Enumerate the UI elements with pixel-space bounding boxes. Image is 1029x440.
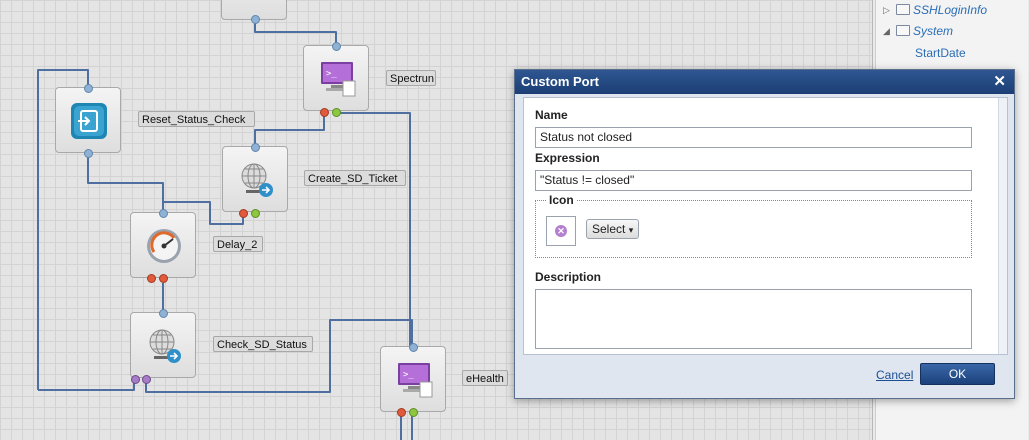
ehealth-in-port[interactable] [409,343,418,352]
spectrum-success-port[interactable] [332,108,341,117]
create-success-port[interactable] [251,209,260,218]
ok-button[interactable]: OK [920,363,995,385]
reset-in-port[interactable] [84,84,93,93]
node-top-out-port[interactable] [251,15,260,24]
check-in-port[interactable] [159,309,168,318]
wire-top-to-spectrum [254,20,337,45]
web-service-icon [241,163,273,197]
delay-in-port[interactable] [159,209,168,218]
expression-input[interactable]: "Status != closed" [535,170,972,191]
create-in-port[interactable] [251,143,260,152]
terminal-icon: >_ [321,62,356,97]
dialog-title: Custom Port [521,74,599,89]
wire-spectrum-to-create [254,116,325,146]
tree-item-label: StartDate [915,46,966,60]
icon-preview: ✕ [546,216,576,246]
node-create-sd-ticket[interactable] [222,143,288,218]
open-folder-icon [896,25,910,36]
dialog-title-bar[interactable]: Custom Port ✕ [515,70,1014,94]
tree-item-label: System [913,24,954,38]
icon-fieldset: Icon ✕ Select ▾ [535,193,972,258]
tree-item-sshlogininfo[interactable]: ▷ SSHLoginInfo [876,0,1026,20]
icon-legend: Icon [546,193,577,207]
logout-icon [71,103,107,139]
description-label: Description [535,270,602,284]
collapse-arrow-icon[interactable]: ◢ [883,26,890,36]
wire-reset-to-delay [87,154,164,212]
name-label: Name [535,108,568,122]
purple-x-icon: ✕ [555,225,567,237]
tree-item-label: SSHLoginInfo [913,3,988,17]
node-label-ehealth[interactable]: eHealth [462,370,508,386]
check-port-b[interactable] [142,375,151,384]
node-label-delay-2[interactable]: Delay_2 [213,236,263,252]
expression-label: Expression [535,151,600,165]
wire-spectrum-green [335,112,411,346]
cancel-link[interactable]: Cancel [876,368,914,382]
node-label-create-sd-ticket[interactable]: Create_SD_Ticket [304,170,406,186]
node-label-reset-status-check[interactable]: Reset_Status_Check [138,111,255,127]
terminal-icon: >_ [398,363,433,398]
delay-fail-port[interactable] [147,274,156,283]
select-label: Select [592,222,626,236]
reset-out-port[interactable] [84,149,93,158]
wire-loop-left [37,69,89,390]
dialog-scrollbar[interactable] [998,98,1007,354]
spectrum-in-port[interactable] [332,42,341,51]
svg-text:>_: >_ [326,69,337,79]
close-icon[interactable]: ✕ [993,73,1006,90]
node-label-check-sd-status[interactable]: Check_SD_Status [213,336,313,352]
node-check-sd-status[interactable] [130,309,196,384]
node-spectrum[interactable]: >_ [303,42,369,117]
chevron-down-icon: ▾ [628,225,634,235]
ehealth-success-port[interactable] [409,408,418,417]
custom-port-dialog: Custom Port ✕ Name Status not closed Exp… [514,69,1015,399]
wire-create-to-delay [163,201,244,225]
expand-arrow-icon[interactable]: ▷ [883,5,890,15]
node-reset-status-check[interactable] [55,84,121,158]
create-fail-port[interactable] [239,209,248,218]
name-input[interactable]: Status not closed [535,127,972,148]
web-service-icon [149,329,181,363]
node-delay-2[interactable] [130,209,196,283]
wire-check-loop-left [38,380,135,391]
dialog-body: Name Status not closed Expression "Statu… [523,97,1008,355]
tree-item-system[interactable]: ◢ System [876,21,1026,41]
svg-text:>_: >_ [403,370,414,380]
tree-item-startdate[interactable]: StartDate [876,43,1026,63]
gauge-icon [147,229,181,263]
node-label-spectrum[interactable]: Spectrun [386,70,436,86]
check-port-a[interactable] [131,375,140,384]
folder-icon [896,4,910,15]
wire-check-to-ehealth [145,319,413,393]
node-top-partial[interactable] [221,0,287,24]
icon-select-button[interactable]: Select ▾ [586,219,640,239]
node-ehealth[interactable]: >_ [380,343,446,417]
delay-timeout-port[interactable] [159,274,168,283]
description-textarea[interactable] [535,289,972,349]
ehealth-fail-port[interactable] [397,408,406,417]
spectrum-fail-port[interactable] [320,108,329,117]
